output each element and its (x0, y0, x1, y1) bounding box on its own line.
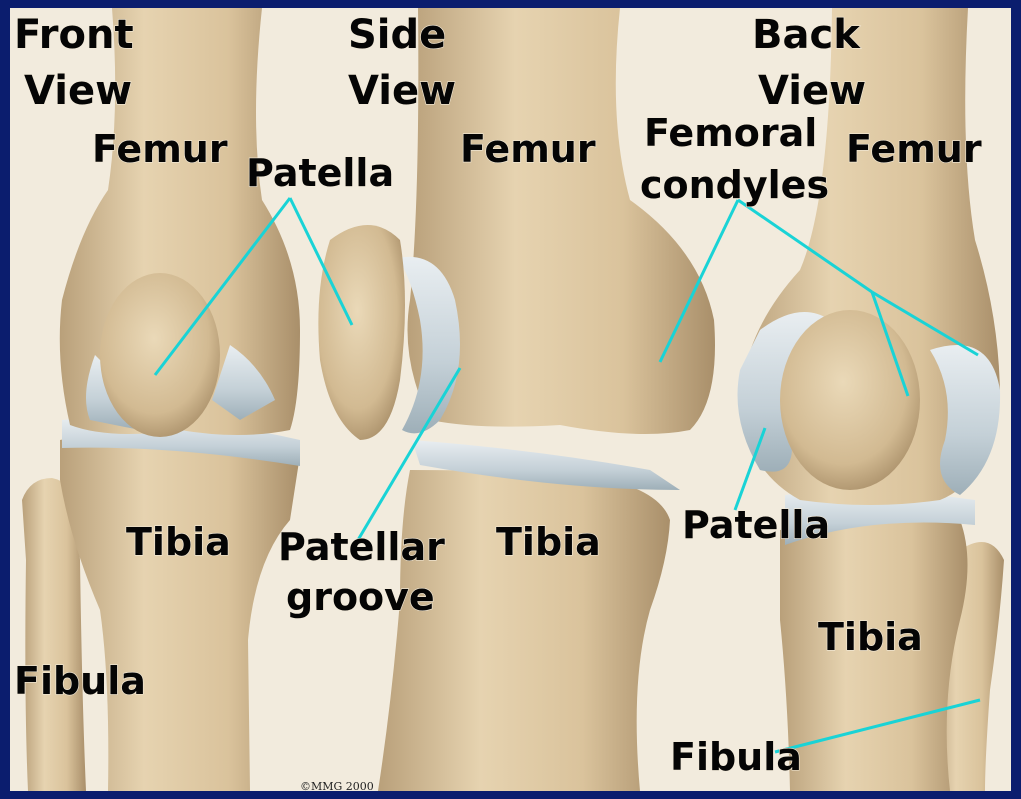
front-patella-bone (100, 273, 220, 437)
label-back-femur: Femur (846, 127, 982, 171)
side-view-title-line1: Side (348, 12, 446, 58)
label-front-tibia: Tibia (126, 520, 231, 564)
back-view-title-line1: Back (752, 12, 861, 58)
back-view-title-line2: View (758, 68, 866, 114)
label-back-patella: Patella (682, 503, 830, 547)
label-back-tibia: Tibia (818, 615, 923, 659)
label-patella: Patella (246, 151, 394, 195)
label-femoral-condyles-line2: condyles (640, 163, 829, 207)
front-view-title-line2: View (24, 68, 132, 114)
label-side-femur: Femur (460, 127, 596, 171)
copyright-notice: ©MMG 2000 (300, 780, 374, 793)
label-femoral-condyles-line1: Femoral (644, 111, 817, 155)
label-patellar-groove-line1: Patellar (278, 525, 445, 569)
side-view-title-line2: View (348, 68, 456, 114)
side-tibia-bone (378, 470, 670, 791)
label-front-femur: Femur (92, 127, 228, 171)
label-side-tibia: Tibia (496, 520, 601, 564)
label-back-fibula: Fibula (670, 735, 802, 779)
back-patella-bone (780, 310, 920, 490)
front-view-title-line1: Front (14, 12, 134, 58)
label-patellar-groove-line2: groove (286, 575, 435, 619)
label-front-fibula: Fibula (14, 659, 146, 703)
